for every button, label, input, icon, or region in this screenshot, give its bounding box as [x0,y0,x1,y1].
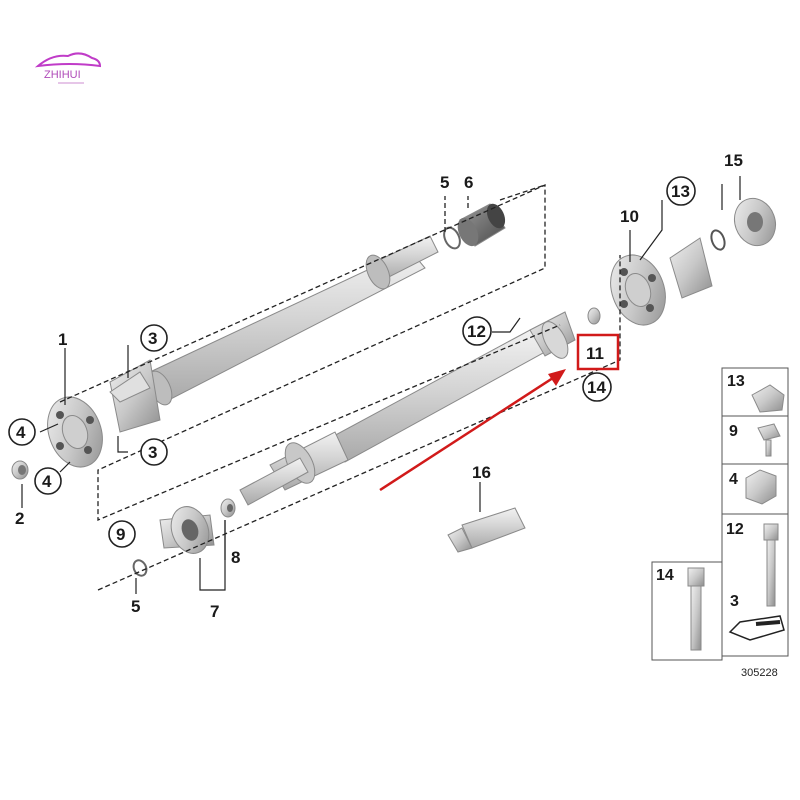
callout-12: 12 [467,322,486,341]
callout-7: 7 [210,602,219,621]
front-drive-shaft [109,235,439,433]
sleeve-8 [220,498,236,518]
callout-8: 8 [231,548,240,567]
hex-bolt-icon [757,423,781,441]
logo-text: ZHIHUI [44,69,81,81]
legend-4: 4 [729,471,738,488]
long-bolt-icon [763,523,779,541]
red-arrow-icon [379,369,566,492]
callout-10: 10 [620,207,639,226]
flange-hub-15 [733,197,777,247]
rear-drive-shaft [239,311,576,506]
reference-number: 305228 [741,667,778,679]
center-bearing-7 [159,506,215,554]
callout-15: 15 [724,151,743,170]
seal-ring-bottom [132,559,148,577]
callout-4-top: 4 [16,423,26,442]
callout-16: 16 [472,463,491,482]
callout-6: 6 [464,173,473,192]
center-bearing-6 [457,203,506,247]
callout-11: 11 [586,344,604,363]
flex-disc-right [610,254,666,326]
callout-3-bottom: 3 [148,443,157,462]
brand-logo: ZHIHUI [34,52,102,84]
car-logo-icon [34,52,102,68]
callout-4-bottom: 4 [42,472,52,491]
flange-nut-icon [751,384,785,413]
legend-3: 3 [730,593,739,610]
callout-14: 14 [587,378,606,397]
grease-tube [447,507,526,553]
highlight-box-11 [576,333,620,371]
sleeve-2 [11,460,29,480]
callout-3-top: 3 [148,329,157,348]
output-flange [669,237,713,299]
nut-11 [587,307,601,325]
callout-5-bottom: 5 [131,597,140,616]
legend-panel: 13 9 4 12 14 3 [651,367,789,661]
legend-12: 12 [726,521,744,538]
callout-2: 2 [15,509,24,528]
torx-bolt-icon [687,567,705,587]
legend-9: 9 [729,423,738,440]
callout-5-top: 5 [440,173,449,192]
seal-ring-15 [710,229,726,251]
callout-13: 13 [671,182,690,201]
legend-14: 14 [656,567,674,584]
callout-9: 9 [116,525,125,544]
callout-1: 1 [58,330,67,349]
flex-disc-left [47,396,103,468]
hex-nut-icon [745,469,777,505]
legend-13: 13 [727,373,745,390]
